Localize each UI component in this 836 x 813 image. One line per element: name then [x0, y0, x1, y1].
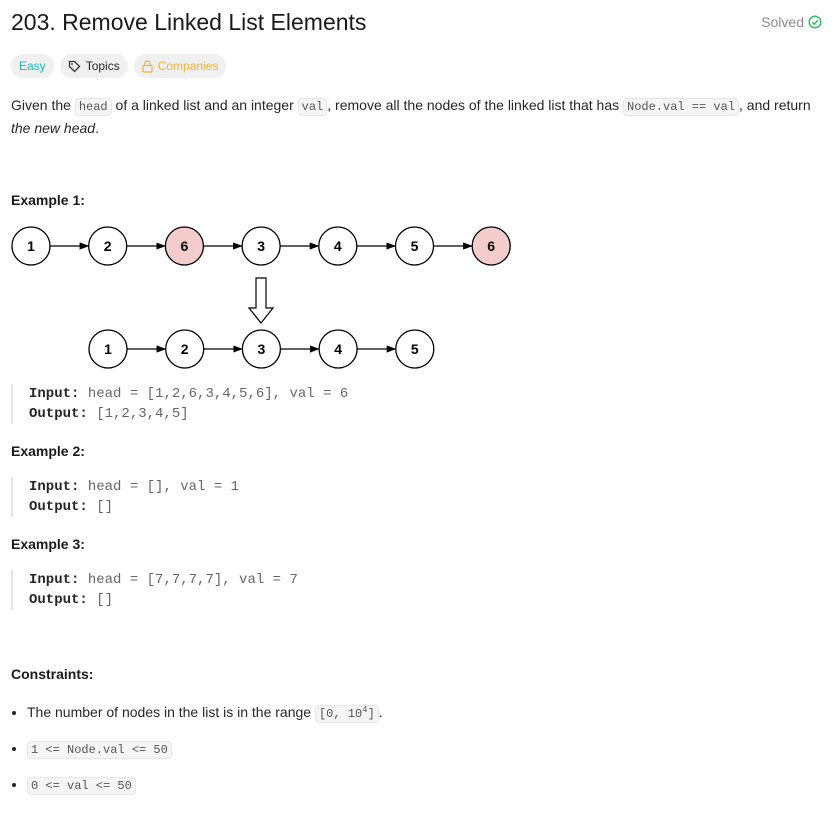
list-node [164, 226, 205, 266]
node-value: 4 [334, 341, 342, 357]
node-value: 6 [181, 238, 189, 254]
constraint-item: 1 <= Node.val <= 50 [27, 738, 383, 760]
list-node [11, 226, 51, 266]
list-node [88, 226, 128, 266]
solved-label: Solved [761, 14, 804, 30]
node-value: 6 [487, 238, 495, 254]
node-value: 2 [104, 238, 112, 254]
companies-label: Companies [157, 59, 219, 73]
solved-status: Solved [761, 14, 822, 30]
list-node [318, 226, 358, 266]
list-node [165, 329, 205, 369]
linked-list-diagram: 1 2 6 3 4 5 6 1 2 3 4 5 [11, 226, 511, 369]
node-value: 1 [104, 341, 112, 357]
constraint-item: 0 <= val <= 50 [27, 774, 383, 796]
node-value: 3 [258, 341, 266, 357]
problem-description: Given the head of a linked list and an i… [11, 97, 811, 136]
tag-icon [68, 60, 81, 72]
constraints-list: The number of nodes in the list is in th… [11, 700, 383, 810]
check-circle-icon [808, 15, 822, 29]
node-value: 1 [27, 238, 35, 254]
node-value: 4 [334, 238, 342, 254]
problem-title: 203. Remove Linked List Elements [11, 9, 367, 35]
list-node [471, 226, 511, 266]
topics-label: Topics [85, 59, 120, 73]
node-value: 5 [411, 341, 419, 357]
list-node [241, 329, 282, 369]
topics-button[interactable]: Topics [59, 54, 128, 78]
list-node [394, 226, 435, 266]
example-1-heading: Example 1: [11, 192, 85, 208]
list-node [241, 226, 281, 266]
lock-icon [142, 59, 153, 73]
constraint-item: The number of nodes in the list is in th… [27, 700, 383, 724]
example-3-heading: Example 3: [11, 536, 85, 552]
list-node [318, 329, 358, 369]
difficulty-tag[interactable]: Easy [11, 54, 54, 78]
list-node [88, 329, 128, 369]
node-value: 3 [257, 238, 265, 254]
node-value: 5 [411, 238, 419, 254]
example-2-heading: Example 2: [11, 443, 85, 459]
node-value: 2 [181, 341, 189, 357]
constraints-heading: Constraints: [11, 666, 94, 682]
list-node [395, 329, 435, 369]
companies-button[interactable]: Companies [133, 54, 227, 78]
down-arrow-icon [247, 277, 275, 324]
